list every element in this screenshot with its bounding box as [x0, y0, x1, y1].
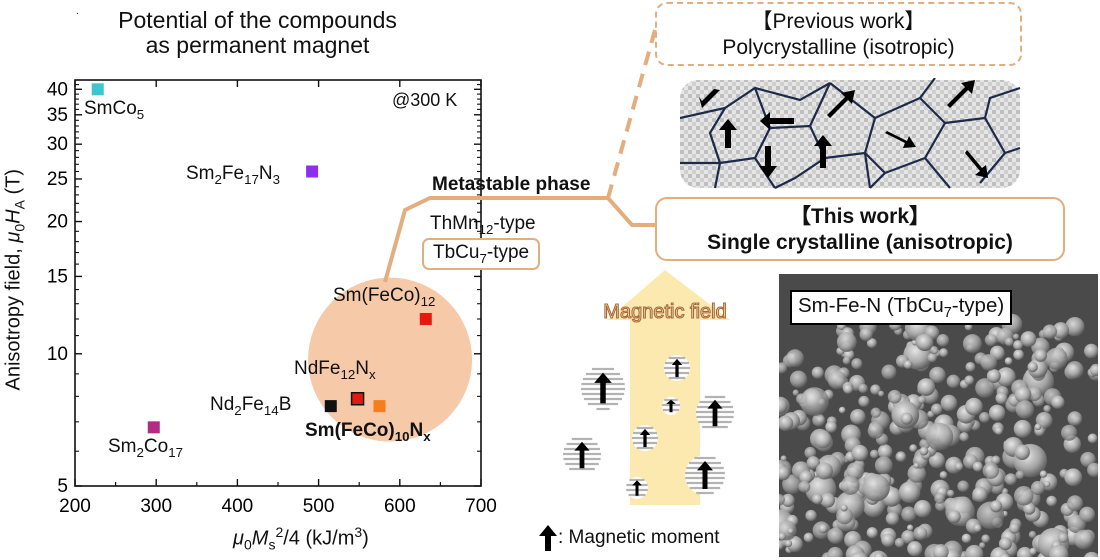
x-tick-label: 400: [222, 496, 254, 517]
y-axis-label: Anisotropy field, μ0HA (T): [2, 168, 28, 391]
x-tick-label: 500: [303, 496, 335, 517]
particle: [632, 425, 658, 451]
svg-text:.: .: [76, 6, 79, 17]
data-point-smfeco12: [419, 312, 432, 325]
this-work-title: 【This work】: [789, 205, 931, 228]
x-tick-label: 700: [465, 496, 497, 517]
previous-work-box: 【Previous work】 Polycrystalline (isotrop…: [655, 2, 1022, 66]
chart-title-line-1: Potential of the compounds: [118, 7, 397, 33]
particle: [696, 394, 734, 432]
x-tick-label: 600: [384, 496, 416, 517]
magnetic-field-illustration: Magnetic field: [563, 270, 734, 505]
temperature-annotation: @300 K: [392, 90, 458, 110]
previous-work-subtitle: Polycrystalline (isotropic): [722, 36, 955, 59]
this-work-subtitle: Single crystalline (anisotropic): [707, 231, 1013, 254]
x-axis-label: μ0Ms2/4 (kJ/m3): [233, 524, 369, 553]
moment-arrow: [697, 461, 713, 489]
data-point-ndfe12nx: [350, 391, 365, 406]
label-sm2co17: Sm2Co17: [108, 436, 183, 460]
y-tick-label: 30: [47, 134, 68, 155]
magnetic-field-label: Magnetic field: [603, 301, 726, 323]
axes-group: 200 300 400 500 600 700 5 10 15 20 25 30 35 40: [47, 79, 497, 517]
moment-arrow-icon: [539, 525, 557, 551]
particle: [563, 436, 601, 474]
moment-arrow: [707, 399, 723, 427]
y-tick-label: 20: [47, 212, 68, 233]
label-smco5: SmCo5: [84, 98, 145, 122]
particle: [685, 455, 725, 495]
particle: [626, 477, 648, 499]
y-tick-label: 5: [57, 476, 68, 497]
moment-legend-text: : Magnetic moment: [558, 527, 720, 548]
this-work-box: 【This work】 Single crystalline (anisotro…: [655, 197, 1065, 261]
points-group: [91, 83, 432, 434]
y-tick-label: 40: [47, 79, 68, 100]
data-point-sm2co17: [147, 421, 160, 434]
moment-arrow: [666, 399, 676, 413]
label-sm2fe17n3: Sm2Fe17N3: [186, 163, 281, 187]
moment-legend: : Magnetic moment: [538, 525, 720, 551]
y-tick-label: 25: [47, 169, 68, 190]
moment-arrow: [594, 372, 612, 404]
previous-work-title: 【Previous work】: [751, 10, 926, 33]
data-point-smfeco10nx: [373, 400, 386, 413]
moment-arrow: [671, 358, 683, 378]
particles-group: [563, 355, 734, 499]
data-point-nd2fe14b: [324, 400, 337, 413]
thmn12-label: ThMn12-type: [430, 213, 536, 237]
data-point-smco5: [91, 83, 104, 96]
data-point-sm2fe17n3: [306, 165, 319, 178]
moment-arrow: [574, 441, 590, 469]
sem-label: Sm-Fe-N (TbCu7-type): [790, 290, 1013, 326]
moment-arrow: [639, 428, 651, 448]
particle: [662, 397, 680, 415]
grain-moment-arrows: [699, 80, 988, 178]
chart-title: Potential of the compounds as permanent …: [80, 8, 435, 58]
particle: [664, 355, 690, 381]
y-tick-label: 15: [47, 266, 68, 287]
metastable-connector: [383, 196, 655, 283]
moment-arrow: [632, 480, 642, 496]
y-tick-label: 10: [47, 344, 68, 365]
tbcu7-label: TbCu7-type: [422, 238, 541, 270]
particle: [581, 366, 625, 411]
chart-title-line-2: as permanent magnet: [145, 32, 370, 58]
previous-work-connector: [606, 29, 657, 199]
x-tick-label: 300: [140, 496, 172, 517]
metastable-label: Metastable phase: [432, 174, 591, 195]
label-smfeco12: Sm(FeCo)12: [333, 285, 436, 309]
polycrystal-illustration: [680, 78, 1021, 189]
label-nd2fe14b: Nd2Fe14B: [210, 394, 292, 418]
label-smfeco10nx: Sm(FeCo)10Nx: [305, 420, 431, 444]
x-tick-label: 200: [59, 496, 91, 517]
label-ndfe12nx: NdFe12Nx: [294, 358, 376, 382]
y-tick-label: 35: [47, 105, 68, 126]
